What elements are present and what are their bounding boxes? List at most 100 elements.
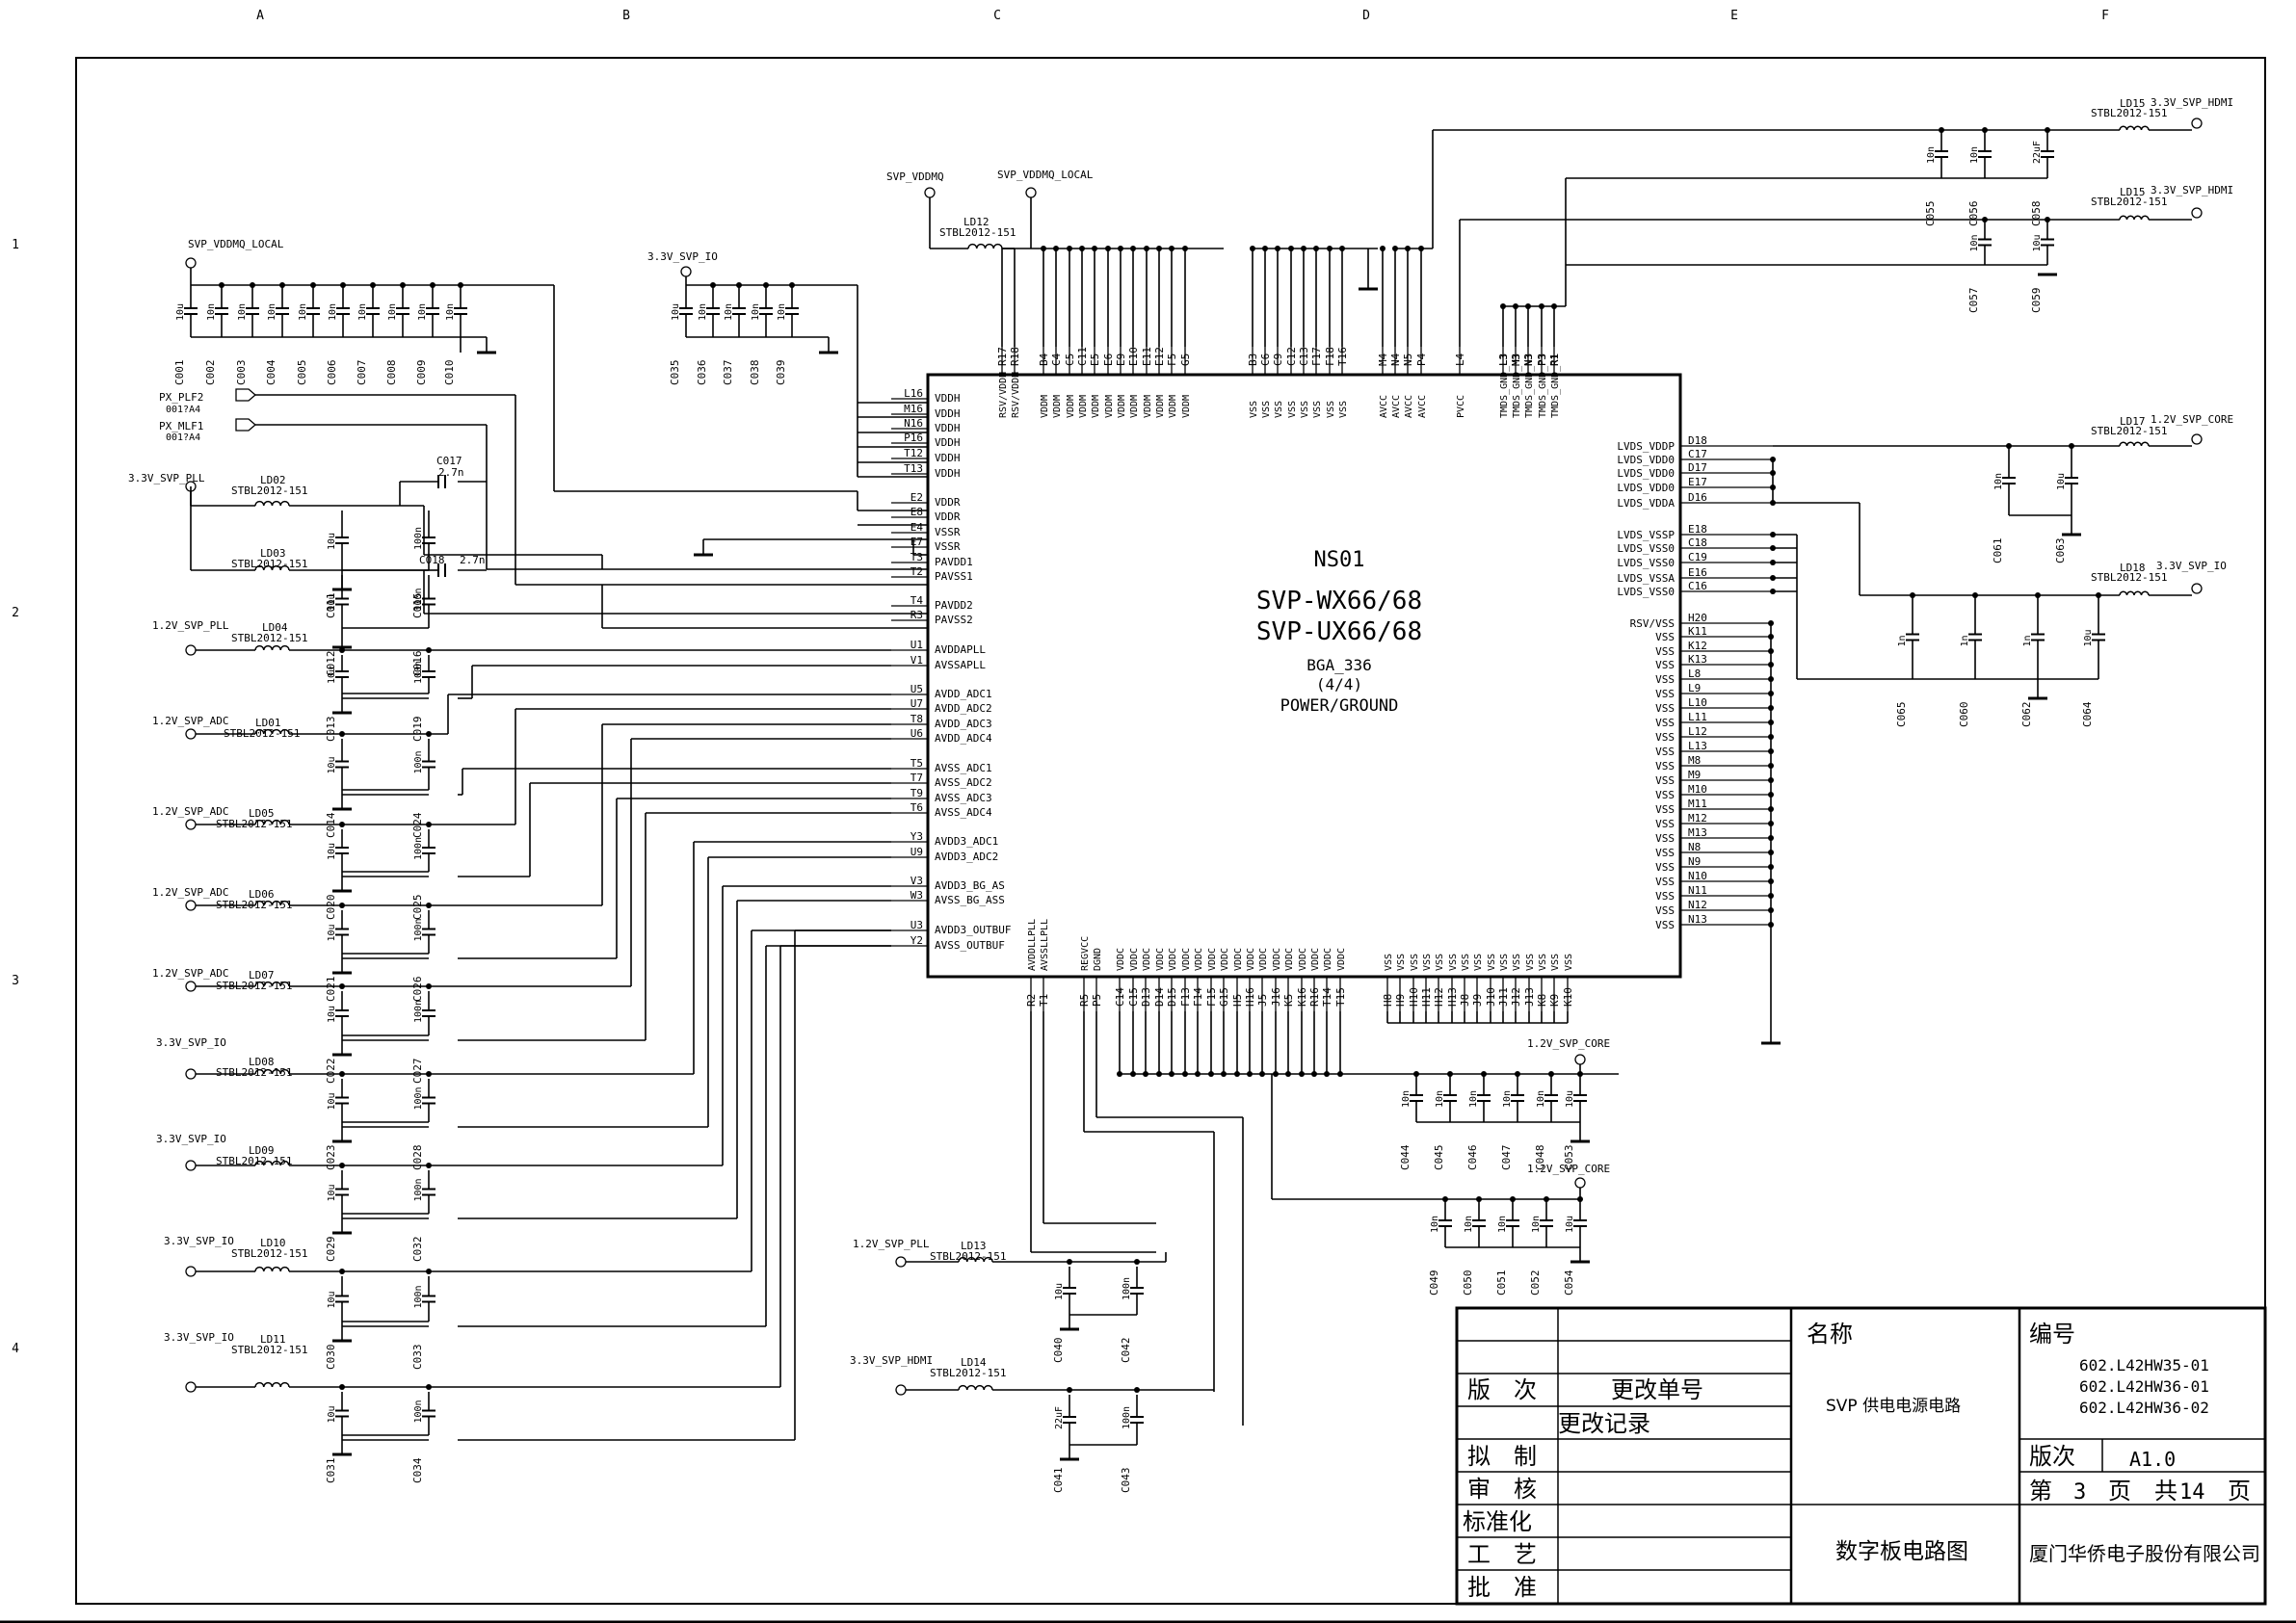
pin-number: H8 (1382, 994, 1394, 1007)
junction (1768, 850, 1774, 855)
pin-number: L10 (1688, 696, 1707, 709)
junction (1513, 303, 1518, 309)
pin-number: L12 (1688, 725, 1707, 738)
tb-page-mid: 页 共 (2108, 1478, 2177, 1505)
junction (1768, 691, 1774, 696)
pin-number: T5 (910, 757, 923, 770)
pin-number: W3 (910, 889, 923, 902)
cap-value: 10u (327, 924, 337, 941)
junction (1768, 676, 1774, 682)
junction (1156, 246, 1162, 251)
pin-name: VSS (1655, 717, 1675, 729)
pin-name: VDDC (1168, 948, 1178, 971)
pin-name: VDDC (1155, 948, 1166, 971)
cap-ref: C051 (1495, 1270, 1508, 1296)
pin-name: AVSS_BG_ASS (935, 894, 1005, 906)
pin-number: J5 (1256, 994, 1269, 1007)
cap-ref: C040 (1052, 1338, 1065, 1364)
pin-number: C19 (1688, 551, 1707, 563)
inductor (254, 1068, 290, 1075)
pin-number: U6 (910, 727, 923, 740)
pin-number: U1 (910, 639, 923, 651)
pin-name: PVCC (1456, 395, 1466, 418)
pin-number: T13 (904, 462, 923, 475)
inductor (254, 819, 290, 825)
port-circle (185, 981, 197, 992)
junction (1770, 560, 1776, 565)
cap-value: 10u (175, 303, 186, 321)
net-pll-12b: 1.2V_SVP_PLL (853, 1238, 930, 1250)
cap-ref: C056 (1967, 201, 1980, 227)
pin-name: VDDC (1310, 948, 1321, 971)
tb-doc-title: 数字板电路图 (1835, 1539, 1968, 1564)
net-core-r: 1.2V_SVP_CORE (2151, 413, 2233, 426)
cap-value: 22uF (1054, 1406, 1065, 1429)
pin-number: T15 (1334, 987, 1347, 1007)
pin-name: VSS (1655, 746, 1675, 758)
port-circle (924, 187, 936, 198)
junction (1770, 575, 1776, 581)
ld15b-ref: LD15 (2120, 186, 2146, 198)
cap-ref: C036 (696, 360, 708, 386)
row-marker: 4 (12, 1342, 19, 1356)
pin-number: N4 (1389, 353, 1402, 366)
pin-name: VDDM (1040, 395, 1050, 418)
pin-number: L9 (1688, 682, 1701, 694)
ld14-part: STBL2012-151 (930, 1367, 1006, 1379)
net-hdmi-b: 3.3V_SVP_HDMI (850, 1354, 933, 1367)
ld14-ref: LD14 (961, 1356, 987, 1369)
junction (1067, 246, 1072, 251)
cap-ref: C005 (296, 360, 308, 386)
net-px-plf2: PX_PLF2 (159, 391, 203, 404)
pin-number: D16 (1688, 491, 1707, 504)
tb-code-2: 602.L42HW36-01 (2079, 1377, 2209, 1396)
pin-name: AVDDAPLL (935, 643, 986, 656)
pin-name: DGND (1093, 948, 1103, 971)
pin-number: N11 (1688, 884, 1707, 897)
cap-value: 10u (2032, 234, 2043, 251)
pin-number: K10 (1562, 987, 1574, 1007)
pin-name: VSS (1655, 890, 1675, 903)
junction (1169, 1071, 1174, 1077)
junction (1768, 662, 1774, 668)
cap-value: 10n (1969, 146, 1980, 164)
tb-draft: 拟 制 (1467, 1443, 1537, 1470)
cap-value: 10n (267, 303, 277, 321)
pin-name: AVDD_ADC1 (935, 688, 992, 700)
inductor (254, 728, 290, 735)
junction (1405, 246, 1411, 251)
pin-number: D13 (1140, 987, 1152, 1007)
pin-number: J12 (1510, 987, 1522, 1007)
cap-value: 10n (417, 303, 428, 321)
cap-ref: C041 (1052, 1468, 1065, 1494)
pin-number: U5 (910, 683, 923, 695)
ld06-ref: LD06 (249, 888, 275, 901)
net-ports (924, 187, 1043, 249)
pin-name: VDDM (1143, 395, 1153, 418)
net-core-b1: 1.2V_SVP_CORE (1527, 1037, 1610, 1050)
chip-name-1: SVP-WX66/68 (1256, 587, 1422, 615)
pin-name: TMDS_GND_M3 (1512, 354, 1522, 418)
cap-value: 10u (327, 533, 337, 550)
pin-name: VSS (1338, 401, 1349, 418)
pin-number: R2 (1025, 994, 1038, 1007)
ld18-part: STBL2012-151 (2091, 571, 2167, 584)
pin-number: E16 (1688, 566, 1707, 579)
pin-name: VSS (1655, 702, 1675, 715)
pin-name: AVDD_ADC2 (935, 702, 992, 715)
cap-value: 10n (698, 303, 708, 321)
pin-name: VDDM (1104, 395, 1115, 418)
cap-ref: C062 (2020, 702, 2033, 728)
pin-name: VDDM (1155, 395, 1166, 418)
pin-number: H16 (1244, 987, 1256, 1007)
junction (339, 1163, 345, 1168)
tb-code-1: 602.L42HW35-01 (2079, 1356, 2209, 1374)
junction (1770, 457, 1776, 462)
pin-name: VDDM (1066, 395, 1076, 418)
pin-name: PAVDD2 (935, 599, 973, 612)
cap-ref: C016 (411, 651, 424, 677)
pin-name: VDDR (935, 496, 961, 509)
cap-value: 100n (413, 1178, 424, 1201)
pin-name: RSV/VDDH (998, 372, 1009, 418)
